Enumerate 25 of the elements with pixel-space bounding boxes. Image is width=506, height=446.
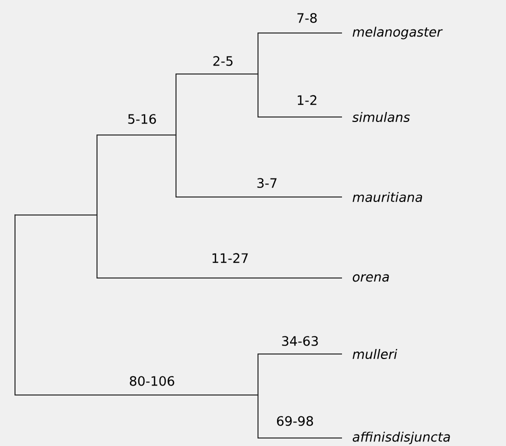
- branch-length: 69-98: [277, 416, 313, 426]
- tree-branch: [258, 32, 342, 74]
- tree-branch: [258, 354, 342, 396]
- species-label: mulleri: [352, 348, 398, 360]
- species-label: mauritiana: [352, 192, 422, 202]
- tree-branch: [14, 214, 98, 216]
- species-label: melanogaster: [352, 26, 443, 40]
- tree-branch: [176, 74, 258, 136]
- tree-branch: [258, 394, 342, 438]
- branch-length: 34-63: [282, 336, 318, 346]
- tree-branch: [96, 214, 342, 278]
- branch-length: 2-5: [213, 56, 232, 66]
- tree-branch: [258, 74, 342, 118]
- branch-length: 80-106: [130, 376, 174, 386]
- branch-length: 7-8: [297, 13, 317, 23]
- species-label: affinisdisjuncta: [352, 432, 450, 444]
- branch-length: 1-2: [298, 95, 316, 105]
- species-label: simulans: [352, 112, 410, 122]
- tree-branch: [176, 134, 342, 198]
- species-label: orena: [352, 274, 389, 282]
- branch-length: 11-27: [212, 253, 248, 263]
- tree-branch: [14, 214, 258, 396]
- branch-length: 5-16: [128, 114, 156, 124]
- tree-branch: [96, 134, 176, 216]
- branch-length: 3-7: [257, 178, 277, 188]
